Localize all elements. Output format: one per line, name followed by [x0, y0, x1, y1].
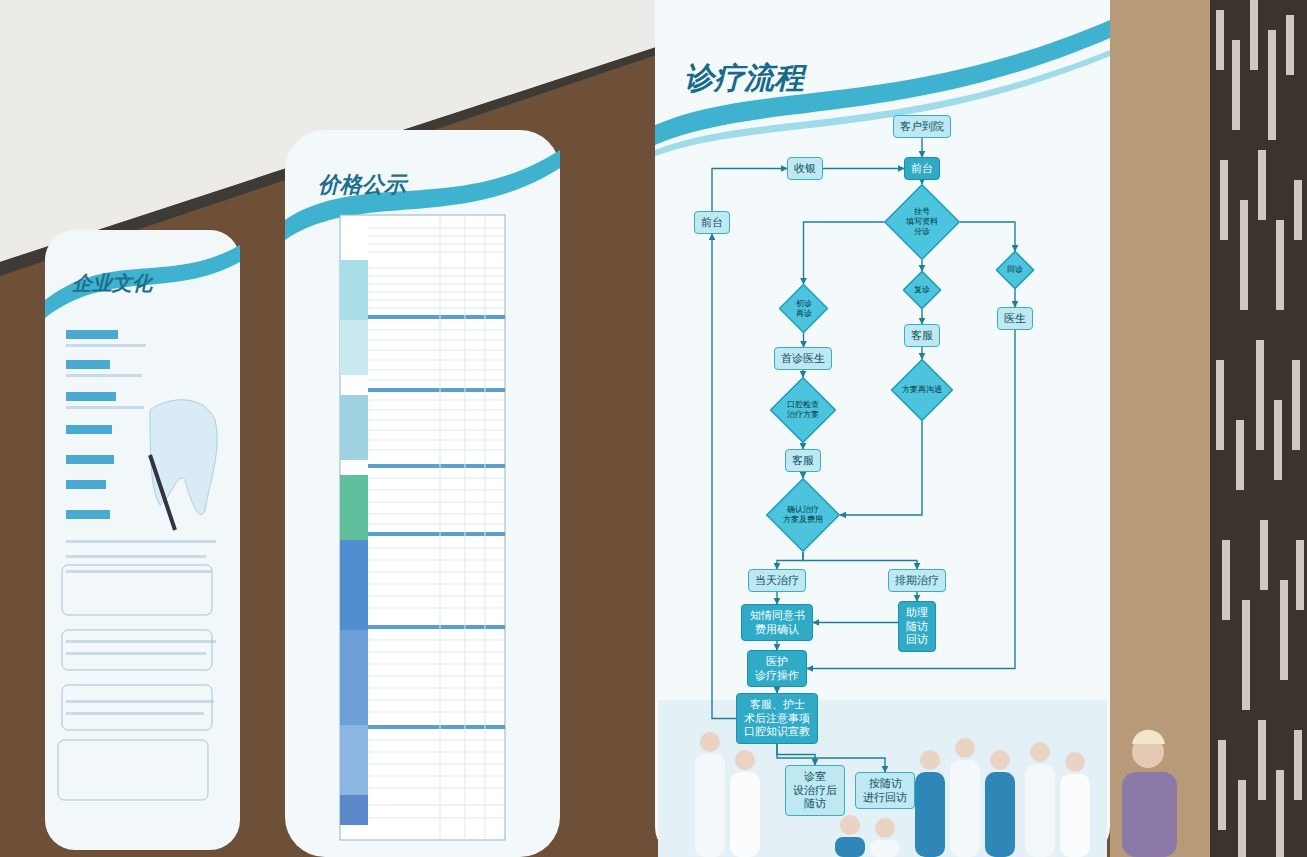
process-box: 前台: [694, 211, 730, 234]
node-text: 诊室 设治疗后 随访: [792, 770, 838, 811]
process-box: 前台: [904, 157, 940, 180]
panel-title: 企业文化: [72, 270, 152, 297]
price-table-sections: [340, 260, 368, 825]
flow-arrow: [960, 222, 1015, 251]
process-box: 医生: [997, 307, 1033, 330]
wall-marble: [1110, 0, 1210, 857]
flow-arrow: [921, 180, 922, 184]
culture-blocks: [66, 330, 118, 519]
process-box: 按随访 进行回访: [855, 772, 915, 809]
node-text: 客服: [911, 329, 933, 343]
price-table: [340, 215, 505, 840]
process-box: 客服、护士 术后注意事项 口腔知识宣教: [736, 693, 818, 744]
price-panel: [285, 130, 560, 857]
process-panel: [655, 0, 1110, 857]
flow-arrow: [803, 333, 804, 347]
tooth-illustration: [150, 400, 217, 515]
process-box: 客服: [785, 449, 821, 472]
flow-arrow: [712, 169, 787, 212]
decision-diamond: 挂号 填写资料 分诊: [884, 184, 960, 260]
flow-arrow: [813, 622, 898, 623]
flow-arrow: [802, 472, 803, 478]
node-text: 挂号 填写资料 分诊: [905, 207, 939, 237]
flow-arrow: [840, 421, 922, 515]
panel-title: 诊疗流程: [684, 58, 804, 99]
staff-photo-ground: [658, 700, 1107, 857]
node-text: 收银: [794, 162, 816, 176]
decision-diamond: 初诊 再诊: [779, 284, 828, 333]
panel-wave: [655, 20, 1110, 145]
node-text: 确认治疗 方案及费用: [782, 505, 824, 525]
node-text: 口腔检查 治疗方案: [786, 400, 820, 420]
node-text: 知情同意书 费用确认: [748, 609, 806, 637]
node-text: 客户到院: [900, 120, 944, 134]
flow-arrow: [921, 138, 922, 157]
node-text: 助理 随访 回访: [905, 606, 929, 647]
node-text: 排期治疗: [895, 574, 939, 588]
node-text: 首诊医生: [781, 352, 825, 366]
flow-arrow: [712, 234, 736, 719]
culture-frames: [58, 565, 212, 800]
process-box: 收银: [787, 157, 823, 180]
node-text: 方案再沟通: [902, 385, 942, 395]
node-text: 当天治疗: [755, 574, 799, 588]
flow-arrow: [921, 309, 922, 324]
node-text: 医护 诊疗操作: [754, 655, 800, 683]
flow-arrow: [823, 168, 904, 169]
mosaic-strip: [1210, 0, 1307, 857]
node-text: 回诊: [1007, 265, 1023, 275]
flow-arrow: [776, 592, 777, 604]
decision-diamond: 复诊: [903, 271, 941, 309]
culture-text-lines: [66, 344, 216, 715]
panel-wave-light: [655, 50, 1110, 156]
price-table-headers: [368, 315, 505, 729]
node-text: 复诊: [914, 285, 930, 295]
process-box: 助理 随访 回访: [898, 601, 936, 652]
flow-arrow: [777, 552, 803, 569]
process-box: 医护 诊疗操作: [747, 650, 807, 687]
node-text: 按随访 进行回访: [862, 777, 908, 805]
staff-photo: [695, 732, 1090, 857]
flow-arrow: [804, 222, 885, 284]
decision-diamond: 口腔检查 治疗方案: [770, 377, 836, 443]
flow-arrow: [1014, 289, 1015, 307]
node-text: 客服、护士 术后注意事项 口腔知识宣教: [743, 698, 811, 739]
panel-wave: [45, 245, 240, 318]
process-box: 当天治疗: [748, 569, 806, 592]
flow-arrow: [807, 330, 1015, 669]
receptionist: [1122, 730, 1177, 857]
process-box: 诊室 设治疗后 随访: [785, 765, 845, 816]
flow-arrow: [921, 347, 922, 359]
culture-panel: [45, 230, 240, 850]
price-table-rows: [368, 215, 505, 840]
node-text: 前台: [701, 216, 723, 230]
node-text: 医生: [1004, 312, 1026, 326]
flow-arrow: [802, 370, 803, 377]
process-box: 排期治疗: [888, 569, 946, 592]
process-box: 客服: [904, 324, 940, 347]
implant-tool: [150, 455, 175, 530]
flow-arrow: [803, 552, 917, 569]
flow-arrow: [777, 744, 815, 765]
node-text: 初诊 再诊: [795, 299, 812, 319]
node-text: 客服: [792, 454, 814, 468]
flow-arrow: [921, 260, 922, 271]
node-text: 前台: [911, 162, 933, 176]
process-box: 知情同意书 费用确认: [741, 604, 813, 641]
process-box: 首诊医生: [774, 347, 832, 370]
panel-title: 价格公示: [318, 170, 406, 200]
flow-arrow: [916, 592, 917, 601]
decision-diamond: 方案再沟通: [891, 359, 953, 421]
flow-arrow: [776, 641, 777, 650]
decision-diamond: 回诊: [996, 251, 1034, 289]
decision-diamond: 确认治疗 方案及费用: [766, 478, 840, 552]
process-box: 客户到院: [893, 115, 951, 138]
mosaic-tiles: [1216, 0, 1304, 857]
